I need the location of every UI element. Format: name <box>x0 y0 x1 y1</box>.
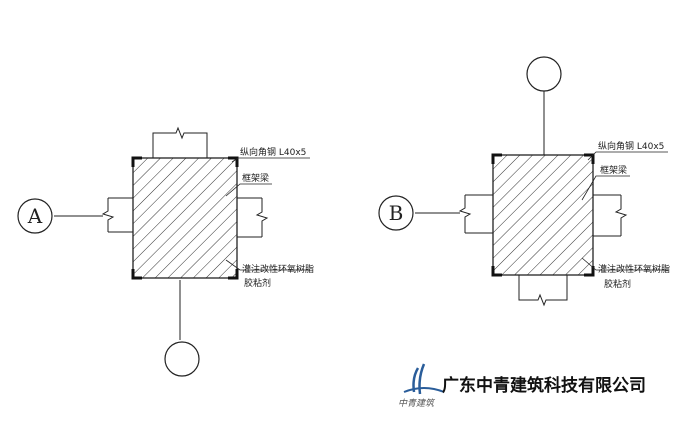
corner-angles-b <box>491 153 595 277</box>
corner-angles-a <box>131 156 239 280</box>
beam-stub-left-a <box>101 197 133 233</box>
column-section-b <box>492 154 594 276</box>
label-beam-a: 框架梁 <box>242 172 269 184</box>
label-resin-2-a: 胶粘剂 <box>244 277 271 289</box>
axis-bubble-b-text: B <box>389 201 404 225</box>
column-section-a <box>132 157 238 279</box>
detail-a: A 纵向角钢 L40x5 框架梁 灌注改性环氧树脂 胶粘剂 <box>17 126 314 377</box>
detail-b: B 纵向角钢 L40x5 框架梁 灌注改性环氧树脂 胶粘剂 <box>378 56 670 307</box>
axis-bubble-top-b <box>526 56 562 92</box>
label-resin-1-b: 灌注改性环氧树脂 <box>598 263 670 275</box>
label-angle-a: 纵向角钢 L40x5 <box>240 146 306 158</box>
axis-bubble-b <box>378 195 414 231</box>
leaders-b <box>581 151 668 271</box>
beam-stub-right-a <box>237 197 269 238</box>
label-resin-2-b: 胶粘剂 <box>604 278 631 290</box>
axis-bubble-a <box>17 198 53 234</box>
label-beam-b: 框架梁 <box>600 164 627 176</box>
beam-stub-right-b <box>593 194 628 237</box>
column-stub-top-a <box>152 126 208 158</box>
brand-mark: 中青建筑 广东中青建筑科技有限公司 <box>398 363 646 409</box>
label-resin-1-a: 灌注改性环氧树脂 <box>242 263 314 275</box>
logo-text: 中青建筑 <box>398 398 436 409</box>
axis-bubble-bottom-a <box>164 341 200 377</box>
label-angle-b: 纵向角钢 L40x5 <box>598 140 664 152</box>
beam-stub-left-b <box>458 194 493 234</box>
column-stub-bottom-b <box>518 275 568 307</box>
axis-bubble-a-text: A <box>27 204 43 228</box>
logo-icon <box>403 363 445 395</box>
leaders-a <box>225 157 310 271</box>
company-name: 广东中青建筑科技有限公司 <box>442 375 646 396</box>
